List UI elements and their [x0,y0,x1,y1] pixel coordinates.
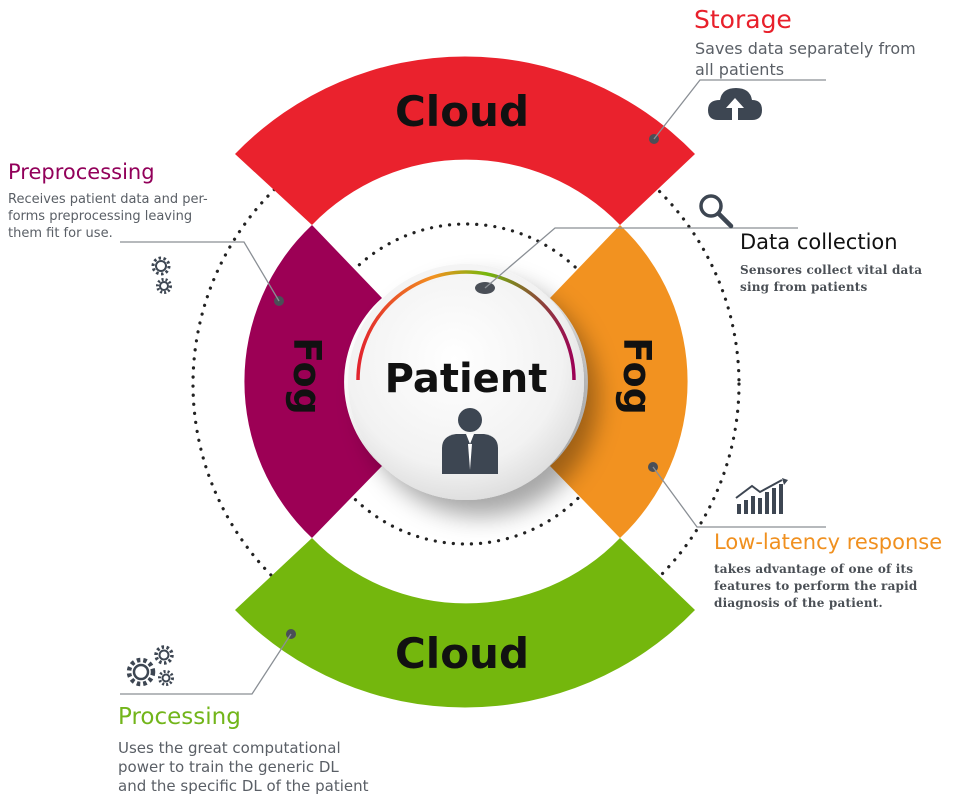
preprocessing-connector [120,241,280,302]
cloud-top-label: Cloud [395,87,529,136]
fog-right-label: Fog [615,337,659,415]
growth-chart-icon [735,478,788,514]
fog-segment-right [550,225,688,538]
storage-connector [653,79,826,140]
cloud-segment-bottom [235,538,695,708]
patient-label: Patient [385,356,548,402]
preprocessing-desc-line: Receives patient data and per- [8,192,208,207]
processing-desc-line: Uses the great computational [118,739,341,757]
low-latency-desc-line: takes advantage of one of its [714,562,914,576]
search-icon [699,194,734,229]
patient-arc [356,270,576,381]
data-collection-connector [484,227,798,289]
patient-circle [348,264,584,500]
processing-title: Processing [118,704,241,730]
gears-icon-large [126,645,174,687]
fog-left-label: Fog [285,337,329,415]
processing-connector [120,633,292,695]
processing-desc-line: power to train the generic DL [118,758,339,776]
preprocessing-desc-line: forms preprocessing leaving [8,209,193,224]
preprocessing-description: Receives patient data and per- forms pre… [8,191,208,242]
data-collection-desc-line: Sensores collect vital data [740,263,923,277]
data-collection-description: Sensores collect vital data sing from pa… [740,262,922,296]
cloud-upload-icon [708,88,762,120]
low-latency-desc-line: features to perform the rapid [714,579,918,593]
storage-desc-line: all patients [695,60,785,79]
processing-desc-line: and the specific DL of the patient [118,777,369,795]
data-collection-title: Data collection [740,230,898,254]
low-latency-connector [652,466,826,528]
cloud-segment-top [235,56,695,225]
cloud-bottom-label: Cloud [395,629,529,678]
low-latency-desc-line: diagnosis of the patient. [714,596,883,610]
preprocessing-title: Preprocessing [8,160,155,184]
low-latency-description: takes advantage of one of its features t… [714,561,917,612]
preprocessing-desc-line: them fit for use. [8,226,113,241]
person-icon [442,408,498,474]
data-collection-desc-line: sing from patients [740,280,868,294]
gears-icon-small [151,256,172,294]
storage-desc-line: Saves data separately from [695,39,916,58]
low-latency-title: Low-latency response [714,530,943,554]
processing-description: Uses the great computational power to tr… [118,739,368,796]
storage-title: Storage [694,5,792,34]
storage-description: Saves data separately from all patients [695,38,916,80]
